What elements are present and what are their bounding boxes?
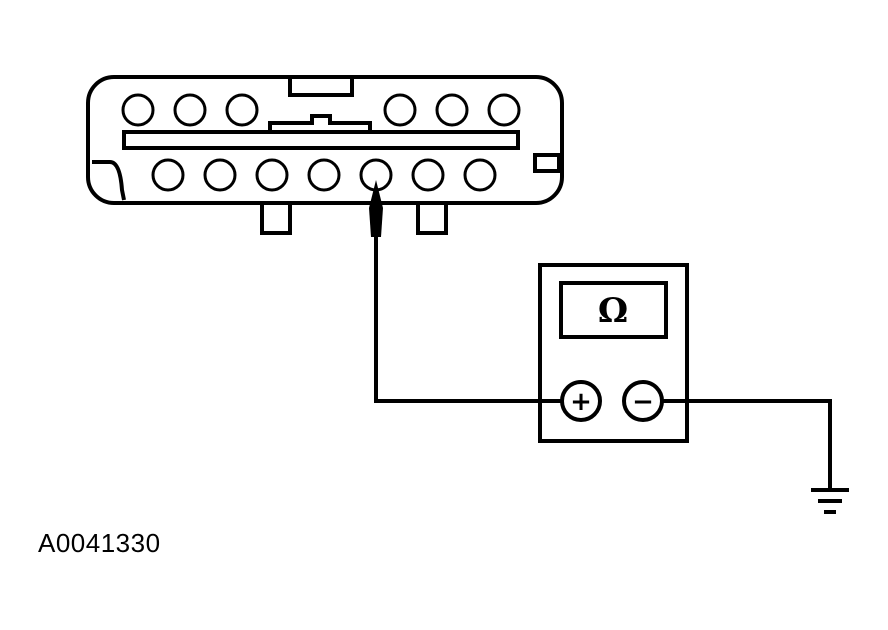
ground-lead	[662, 399, 832, 490]
pin-bottom-2	[203, 158, 237, 192]
pin-bottom-1	[151, 158, 185, 192]
ohmmeter-icon: Ω + −	[538, 263, 689, 443]
pin-top-3	[225, 93, 259, 127]
pin-top-1	[121, 93, 155, 127]
figure-id: A0041330	[38, 528, 161, 558]
connector-icon	[86, 75, 564, 235]
test-probe-icon	[369, 180, 563, 403]
pin-bottom-7	[463, 158, 497, 192]
pin-bottom-4	[307, 158, 341, 192]
pin-top-5	[435, 93, 469, 127]
pin-bottom-6	[411, 158, 445, 192]
positive-terminal	[560, 380, 602, 422]
ground-icon	[811, 488, 849, 514]
negative-terminal-label: −	[632, 387, 654, 417]
pin-top-4	[383, 93, 417, 127]
positive-terminal-label: +	[570, 387, 592, 417]
pin-top-6	[487, 93, 521, 127]
meter-display-symbol: Ω	[598, 291, 628, 331]
pin-top-2	[173, 93, 207, 127]
pin-bottom-3	[255, 158, 289, 192]
